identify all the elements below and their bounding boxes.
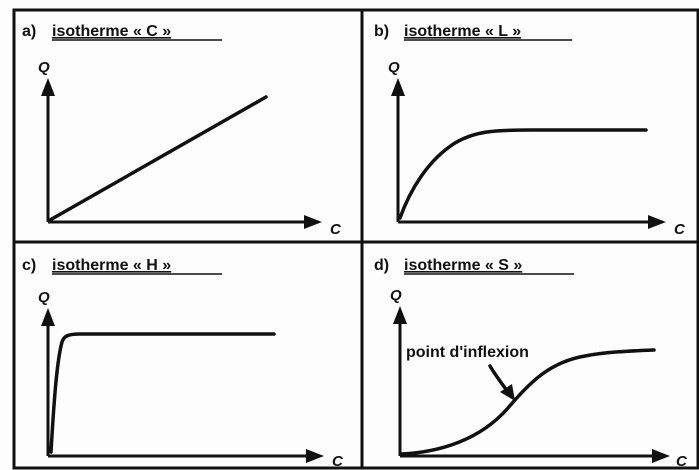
panel-d-prefix: d): [374, 257, 389, 274]
panel-a-y-axis-label: Q: [38, 59, 50, 76]
panel-c-prefix: c): [22, 257, 36, 274]
panel-c-x-axis-label: C: [332, 453, 344, 470]
panel-a-prefix: a): [22, 23, 36, 40]
panel-d: d) isotherme « S » Q C point d'inflexion: [374, 257, 688, 470]
figure-frame: [12, 8, 699, 470]
panel-d-title: isotherme « S »: [404, 257, 522, 274]
panel-a-y-arrowhead: [41, 78, 55, 96]
panel-d-inflection-arrowhead: [500, 384, 515, 401]
panel-b-x-arrowhead: [648, 215, 666, 229]
panel-b-y-arrowhead: [391, 78, 405, 96]
panel-c-title: isotherme « H »: [52, 257, 171, 274]
panel-b-y-axis-label: Q: [388, 59, 400, 76]
panel-a-curve: [48, 95, 268, 222]
panel-b-x-axis-label: C: [674, 221, 686, 238]
panel-b-prefix: b): [374, 23, 389, 40]
panel-a-title: isotherme « C »: [52, 23, 171, 40]
panel-a: a) isotherme « C » Q C: [22, 23, 342, 238]
panel-c-x-arrowhead: [306, 449, 324, 463]
panel-b: b) isotherme « L » Q C: [374, 23, 686, 238]
panel-a-x-axis-label: C: [330, 221, 342, 238]
panel-d-inflection-label: point d'inflexion: [406, 344, 529, 361]
panel-d-y-axis-label: Q: [390, 287, 402, 304]
panel-c: c) isotherme « H » Q C: [22, 257, 344, 470]
panel-a-x-arrowhead: [304, 215, 322, 229]
panel-d-x-axis-label: C: [676, 453, 688, 470]
panel-c-curve: [49, 332, 276, 454]
panel-d-curve: [400, 348, 656, 456]
panel-d-inflection-arrow-shaft: [488, 364, 510, 394]
panel-d-x-arrowhead: [652, 449, 670, 463]
panel-c-y-axis-label: Q: [38, 289, 50, 306]
panel-b-curve: [398, 128, 648, 220]
panel-c-y-arrowhead: [41, 308, 55, 326]
panel-b-title: isotherme « L »: [404, 23, 521, 40]
panel-d-y-arrowhead: [393, 306, 407, 324]
